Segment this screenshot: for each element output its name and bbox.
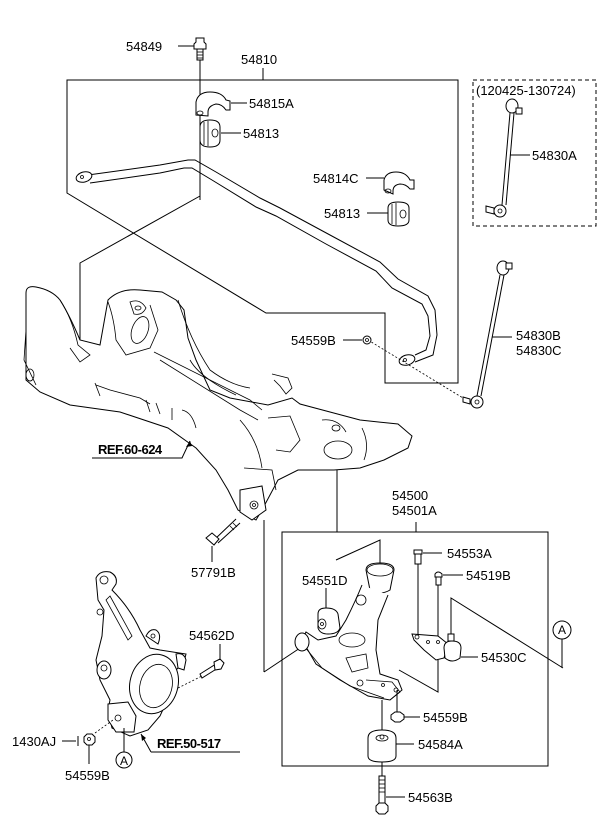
label-54830B[interactable]: 54830B — [516, 328, 561, 343]
bolt-54519B[interactable] — [434, 571, 443, 586]
bolt-54553A[interactable] — [413, 549, 423, 565]
bushing-54813-top[interactable] — [199, 119, 221, 148]
label-54815A[interactable]: 54815A — [249, 96, 294, 111]
label-54553A[interactable]: 54553A — [447, 546, 492, 561]
label-54530C[interactable]: 54530C — [481, 650, 527, 665]
bushing-54551D[interactable] — [317, 607, 341, 635]
label-54551D[interactable]: 54551D — [302, 573, 348, 588]
label-ref-50-517[interactable]: REF.50-517 — [157, 736, 221, 751]
stabilizer-bar[interactable] — [75, 159, 438, 367]
label-54814C[interactable]: 54814C — [313, 171, 359, 186]
label-54830C[interactable]: 54830C — [516, 343, 562, 358]
marker-a-knuckle — [115, 751, 133, 769]
ball-joint-54530C[interactable] — [411, 633, 462, 662]
bushing-54584A[interactable] — [367, 729, 397, 763]
steering-knuckle[interactable] — [95, 571, 187, 737]
assembly-axis-link — [367, 339, 464, 399]
label-54562D[interactable]: 54562D — [189, 628, 235, 643]
label-54810[interactable]: 54810 — [241, 52, 277, 67]
nut-54559B-knuckle[interactable] — [83, 733, 96, 746]
crossmember[interactable] — [23, 286, 413, 521]
label-54849[interactable]: 54849 — [126, 39, 162, 54]
bushing-54813-right[interactable] — [387, 201, 410, 227]
label-1430AJ[interactable]: 1430AJ — [12, 734, 56, 749]
ref-50-517-arrow-icon — [141, 734, 146, 741]
label-54501A[interactable]: 54501A — [392, 503, 437, 518]
bracket-54814C[interactable] — [383, 171, 415, 195]
stabilizer-link-54830A[interactable] — [485, 98, 523, 218]
label-54559B-arm[interactable]: 54559B — [423, 710, 468, 725]
lower-arm[interactable] — [294, 539, 403, 701]
marker-a-right-text: A — [558, 623, 566, 637]
label-ref-60-624[interactable]: REF.60-624 — [98, 442, 163, 457]
label-54563B[interactable]: 54563B — [408, 790, 453, 805]
label-57791B[interactable]: 57791B — [191, 565, 236, 580]
label-54813-top[interactable]: 54813 — [243, 126, 279, 141]
bolt-57791B[interactable] — [205, 518, 241, 546]
label-date-range: (120425-130724) — [476, 83, 576, 98]
variant-box-54830A — [472, 79, 597, 227]
stabilizer-group-bracket — [66, 79, 459, 384]
lower-arm-group-bracket — [281, 531, 549, 767]
label-54813-right[interactable]: 54813 — [324, 206, 360, 221]
label-54830A[interactable]: 54830A — [532, 148, 577, 163]
nut-54559B-bar[interactable] — [362, 335, 372, 345]
bolt-54849[interactable] — [193, 37, 207, 61]
stabilizer-link-54830B[interactable] — [462, 260, 513, 409]
label-54559B-bar[interactable]: 54559B — [291, 333, 336, 348]
ref-60-624-arrow-icon — [186, 441, 192, 447]
bolt-54562D[interactable] — [199, 658, 225, 679]
label-54584A[interactable]: 54584A — [418, 737, 463, 752]
label-54500[interactable]: 54500 — [392, 488, 428, 503]
ball-joint-axis — [398, 660, 439, 693]
bracket-54815A[interactable] — [195, 91, 231, 117]
bolt-54563B[interactable] — [375, 775, 389, 815]
marker-a-knuckle-text: A — [120, 754, 128, 768]
label-54559B-knuckle[interactable]: 54559B — [65, 768, 110, 783]
label-54519B[interactable]: 54519B — [466, 568, 511, 583]
nut-54559B-arm[interactable] — [390, 711, 405, 723]
